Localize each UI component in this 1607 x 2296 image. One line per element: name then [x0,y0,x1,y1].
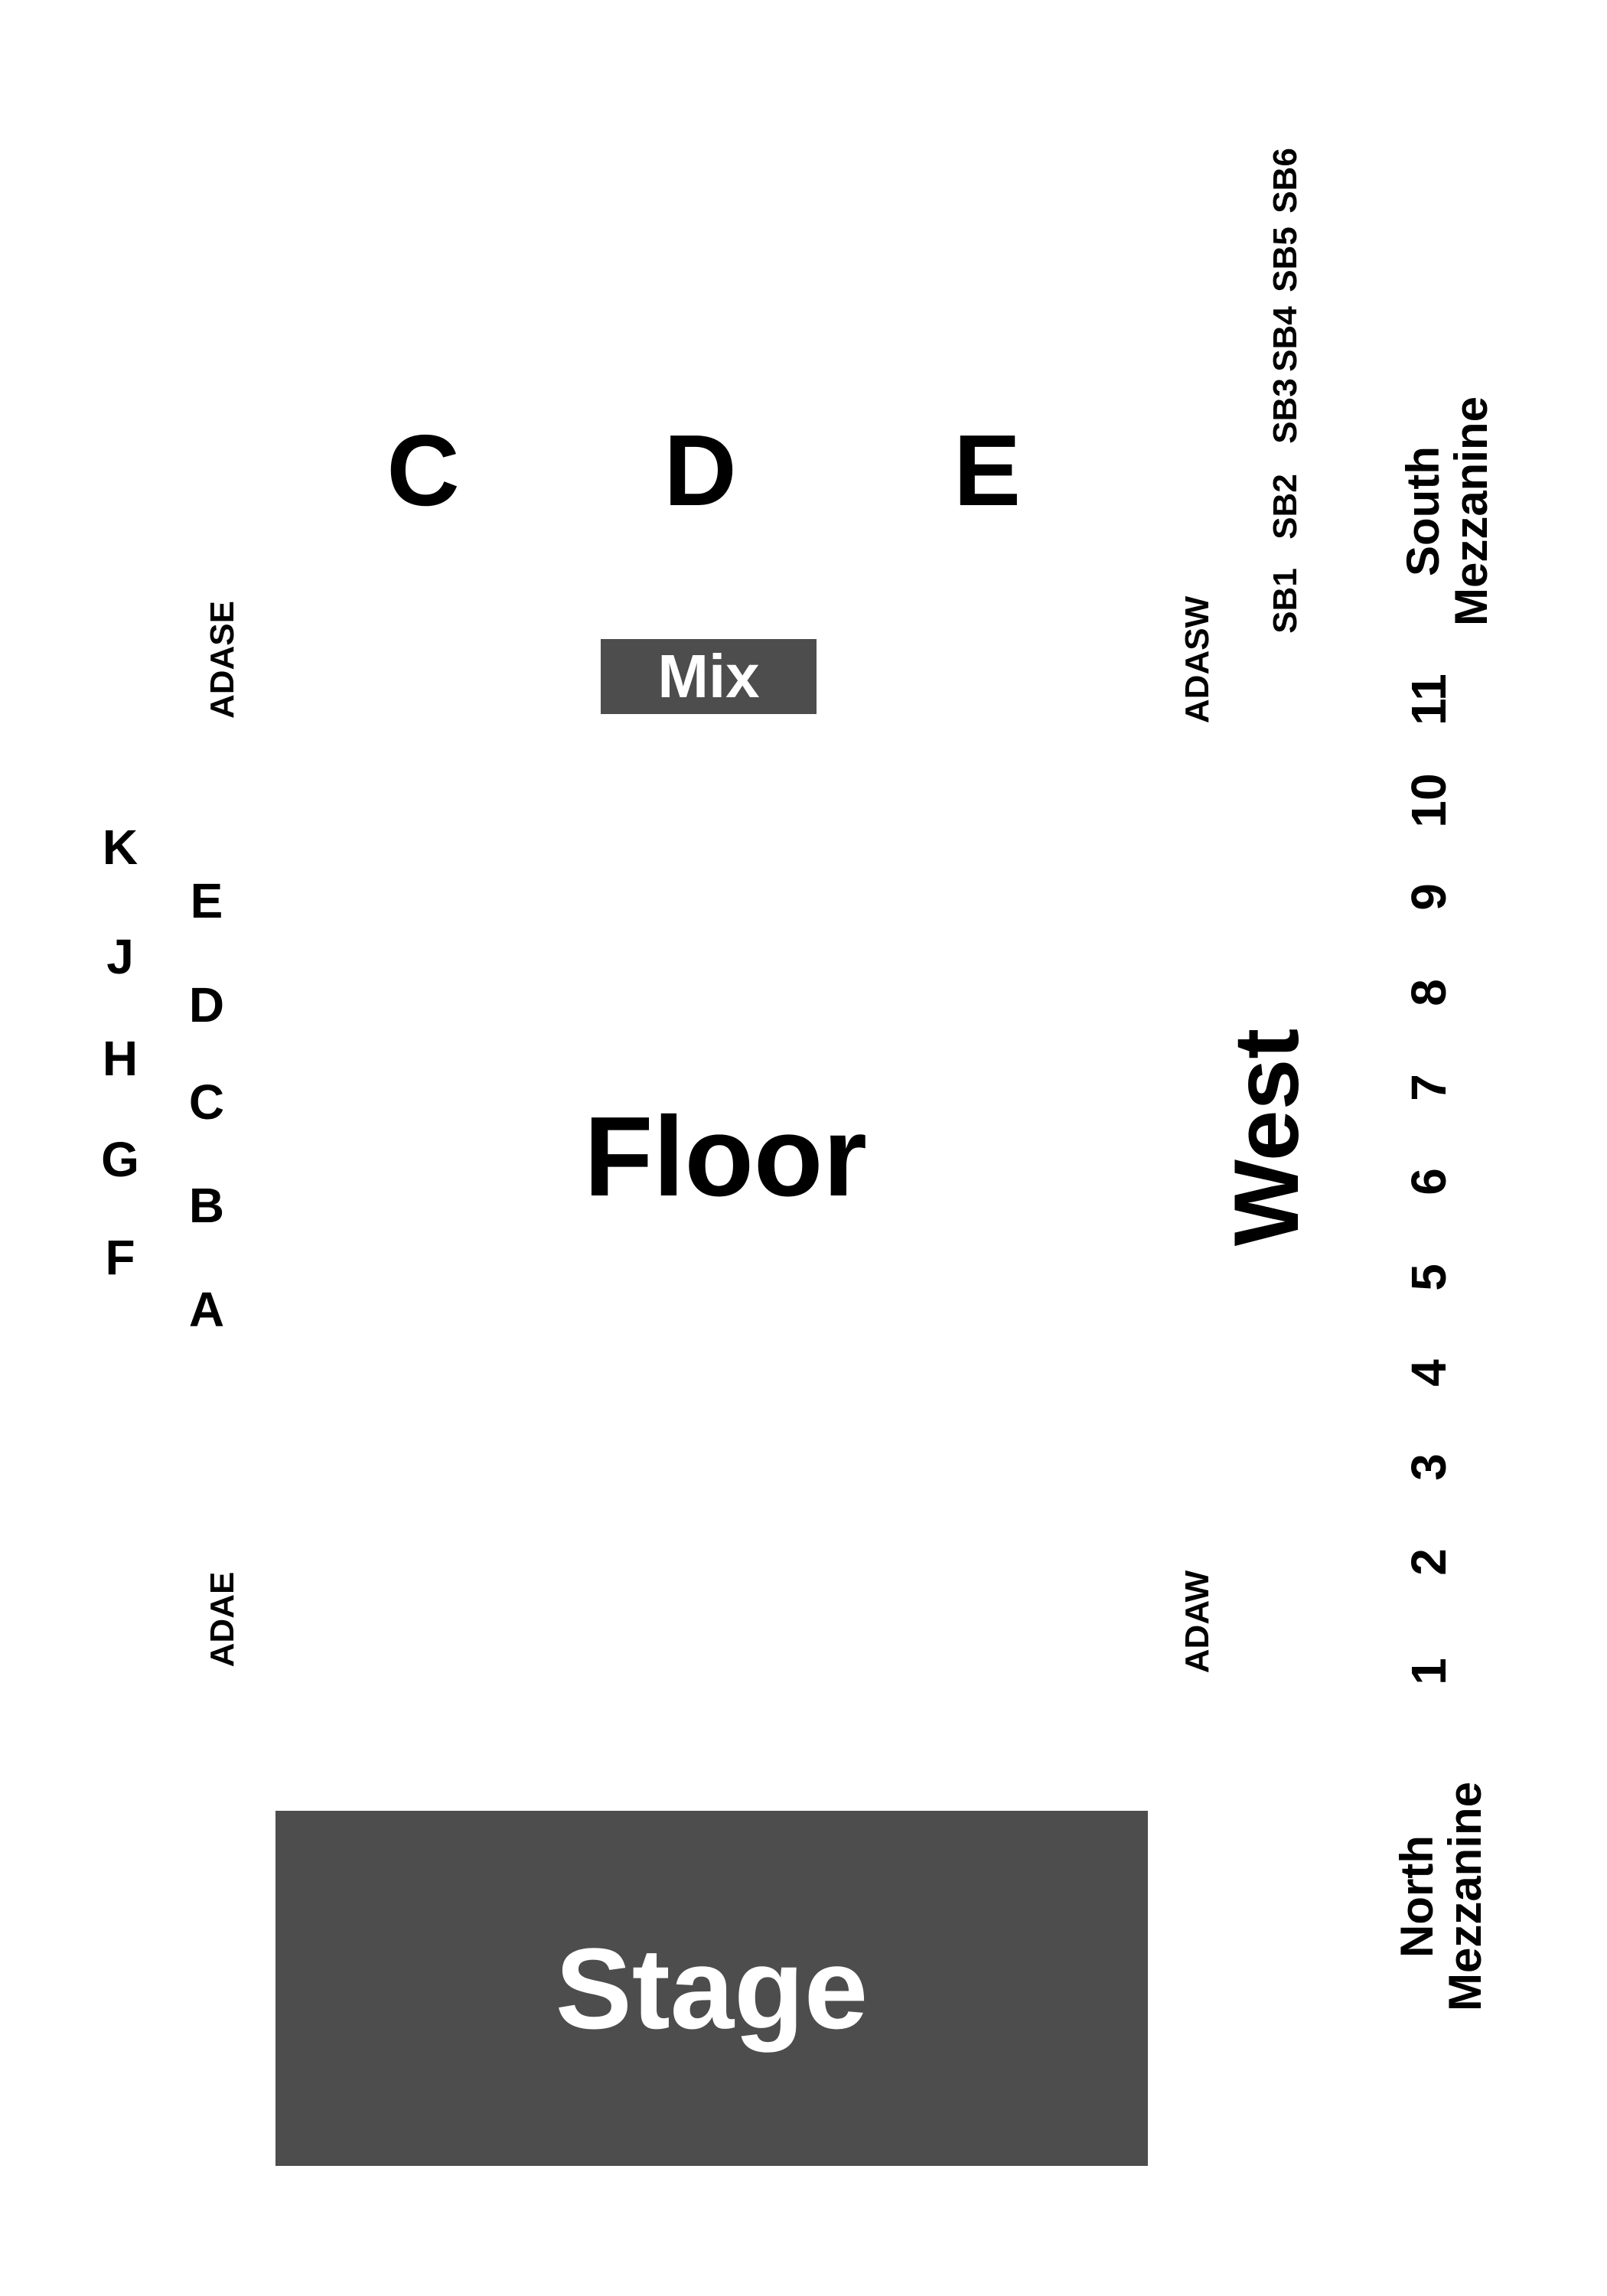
suite-sb3-label[interactable]: SB3 [1266,378,1304,444]
west-row-4-label[interactable]: 4 [1401,1359,1456,1387]
suite-sb1-label[interactable]: SB1 [1266,568,1304,634]
north-mezzanine-label[interactable]: North Mezzanine [1391,1781,1491,2012]
north-mezzanine-line2: Mezzanine [1439,1781,1491,2012]
suite-sb6-label[interactable]: SB6 [1266,148,1304,214]
mix-booth: Mix [601,639,817,714]
section-e-label[interactable]: E [953,414,1022,527]
west-row-8-label[interactable]: 8 [1401,979,1456,1006]
stage: Stage [275,1811,1148,2166]
west-section-label[interactable]: West [1215,1028,1318,1247]
west-row-1-label[interactable]: 1 [1401,1658,1456,1685]
west-row-6-label[interactable]: 6 [1401,1168,1456,1195]
south-mezzanine-label[interactable]: South Mezzanine [1397,396,1497,627]
section-d-label[interactable]: D [663,414,737,527]
suite-sb2-label[interactable]: SB2 [1266,474,1304,540]
south-mezzanine-line2: Mezzanine [1446,396,1497,627]
west-row-3-label[interactable]: 3 [1401,1453,1456,1481]
row-g-label[interactable]: G [101,1132,139,1187]
west-row-10-label[interactable]: 10 [1401,773,1456,828]
suite-sb5-label[interactable]: SB5 [1266,227,1304,292]
row-k-label[interactable]: K [102,820,139,875]
ada-south-east-label[interactable]: ADASE [204,600,241,719]
west-row-5-label[interactable]: 5 [1401,1264,1456,1291]
west-row-11-label[interactable]: 11 [1401,673,1456,726]
row-e-label[interactable]: E [190,873,223,928]
row-f-label[interactable]: F [105,1230,135,1285]
west-row-9-label[interactable]: 9 [1401,883,1456,911]
floor-section-label[interactable]: Floor [584,1094,867,1220]
ada-east-label[interactable]: ADAE [204,1571,241,1668]
row-c-label[interactable]: C [188,1075,225,1130]
row-j-label[interactable]: J [106,929,134,984]
west-row-7-label[interactable]: 7 [1401,1074,1456,1101]
west-row-2-label[interactable]: 2 [1401,1548,1456,1576]
ada-south-west-label[interactable]: ADASW [1178,595,1216,724]
row-h-label[interactable]: H [102,1031,139,1086]
north-mezzanine-line1: North [1391,1835,1442,1958]
suite-sb4-label[interactable]: SB4 [1266,306,1304,372]
row-d-label[interactable]: D [188,977,225,1032]
south-mezzanine-line1: South [1397,446,1449,576]
row-a-label[interactable]: A [188,1282,225,1337]
row-b-label[interactable]: B [188,1178,225,1233]
section-c-label[interactable]: C [386,414,460,527]
ada-west-label[interactable]: ADAW [1178,1570,1216,1674]
